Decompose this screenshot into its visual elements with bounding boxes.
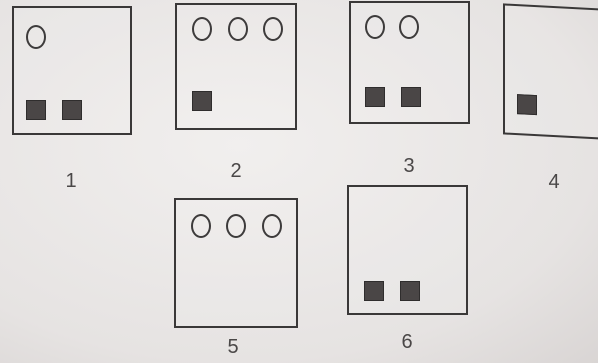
figure-6-label: 6	[392, 331, 422, 354]
filled-square	[400, 281, 420, 301]
filled-square	[517, 94, 537, 115]
filled-square	[62, 100, 82, 120]
filled-square	[365, 87, 385, 107]
filled-square	[364, 281, 384, 301]
figure-2-label: 2	[221, 160, 251, 183]
circle-shape	[26, 25, 46, 49]
circle-shape	[365, 15, 385, 39]
figure-2-panel	[175, 3, 297, 130]
figure-5-panel	[174, 198, 298, 328]
circle-shape	[263, 17, 283, 41]
figure-1-label: 1	[56, 170, 86, 193]
figure-3-label: 3	[394, 155, 424, 178]
filled-square	[192, 91, 212, 111]
circle-shape	[192, 17, 212, 41]
circle-shape	[262, 214, 282, 238]
figure-4-panel	[503, 3, 598, 139]
filled-square	[401, 87, 421, 107]
circle-shape	[191, 214, 211, 238]
circle-shape	[228, 17, 248, 41]
figure-6-panel	[347, 185, 468, 315]
figure-5-label: 5	[218, 336, 248, 359]
circle-shape	[399, 15, 419, 39]
figure-3-panel	[349, 1, 470, 124]
filled-square	[26, 100, 46, 120]
figure-1-panel	[12, 6, 132, 135]
circle-shape	[226, 214, 246, 238]
figure-4-label: 4	[539, 171, 569, 194]
